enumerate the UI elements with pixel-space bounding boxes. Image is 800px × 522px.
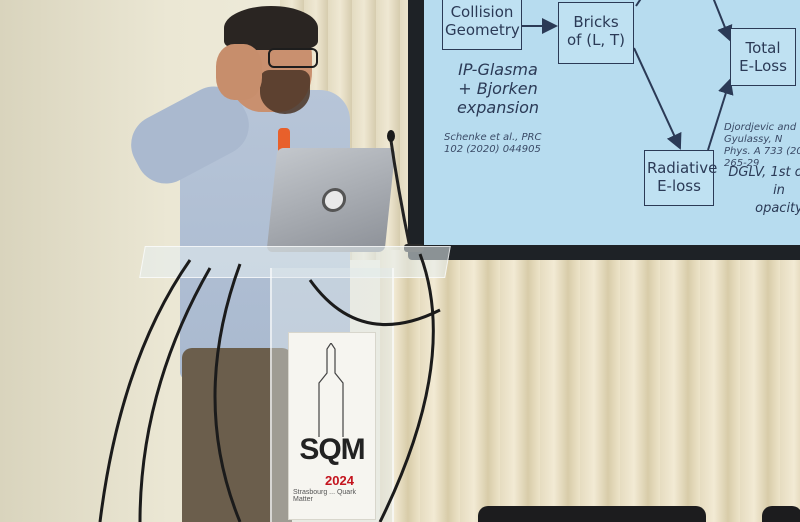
chair-back (478, 506, 706, 522)
speaker-beard (260, 70, 310, 114)
speaker-pants (182, 348, 292, 522)
laptop-sticker-icon (320, 188, 348, 212)
box-bricks: Bricks of (L, T) (558, 2, 634, 64)
laptop (266, 148, 396, 252)
sign-logo: SQM (299, 433, 365, 466)
speaker-glasses (268, 48, 318, 68)
schenke-reference: Schenke et al., PRC 102 (2020) 044905 (444, 132, 542, 155)
box-radiative-eloss: Radiative E-loss (644, 150, 717, 206)
chair-back (762, 506, 800, 522)
djordjevic-reference: Djordjevic and Gyulassy, N Phys. A 733 (… (724, 122, 800, 169)
speaker-hand (216, 44, 262, 100)
dglv-text: DGLV, 1st order in opacity (728, 165, 800, 216)
cathedral-outline-icon (318, 343, 344, 437)
box-collision-geometry: Collision Geometry (442, 0, 522, 50)
sign-subtitle: Strasbourg ... Quark Matter (293, 489, 357, 503)
slide-arrows (520, 0, 734, 151)
speaker-hair (224, 6, 318, 50)
curtain (380, 250, 800, 522)
ip-glasma-text: IP-Glasma + Bjorken expansion (456, 60, 540, 117)
cables (98, 253, 441, 522)
sign-year: 2024 (325, 473, 354, 488)
podium-sign: SQM 2024 Strasbourg ... Quark Matter (288, 332, 376, 520)
box-total-eloss: Total E-Loss (730, 28, 796, 86)
audience-chairs (470, 500, 800, 522)
projected-slide: Collision Geometry Bricks of (L, T) Tota… (424, 0, 800, 245)
